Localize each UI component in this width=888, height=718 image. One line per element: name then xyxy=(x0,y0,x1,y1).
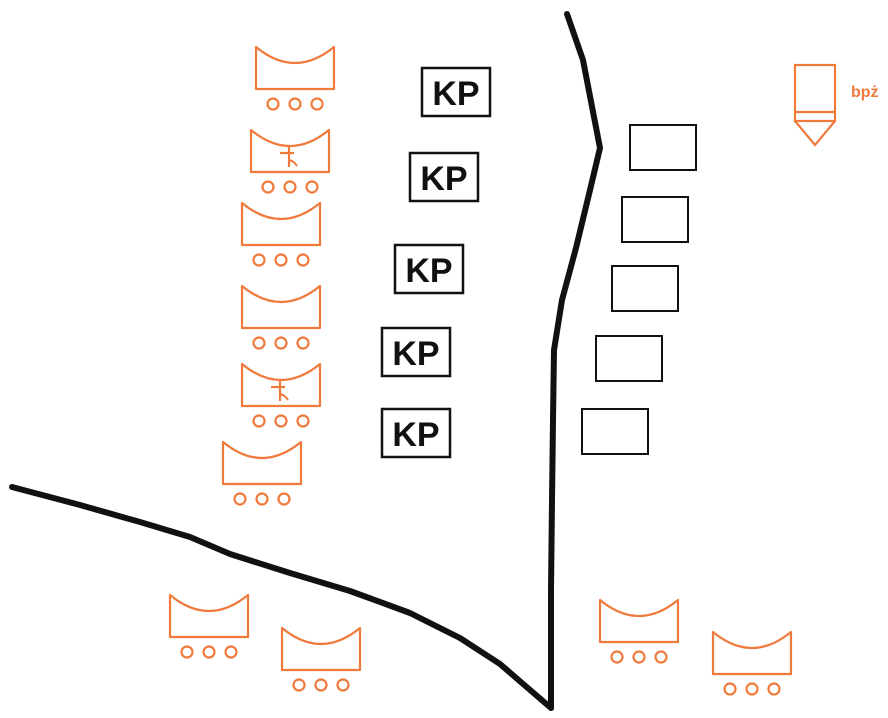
unit-symbol xyxy=(598,598,680,664)
wheel xyxy=(283,180,297,194)
wheel xyxy=(314,678,328,692)
wheel xyxy=(252,414,266,428)
unit-symbol xyxy=(711,630,793,696)
wheel xyxy=(310,97,324,111)
wheels xyxy=(252,253,310,267)
wheel xyxy=(180,645,194,659)
wheel xyxy=(274,414,288,428)
wheels xyxy=(261,180,319,194)
wheels xyxy=(252,414,310,428)
wheel xyxy=(632,650,646,664)
wheel xyxy=(266,97,280,111)
empty-box xyxy=(611,265,679,312)
kp-label: KP xyxy=(392,335,439,373)
wheel xyxy=(336,678,350,692)
wheels xyxy=(252,336,310,350)
wheel xyxy=(296,414,310,428)
wheel xyxy=(610,650,624,664)
wheel xyxy=(654,650,668,664)
wheel xyxy=(252,253,266,267)
kp-box: KP xyxy=(393,243,465,295)
unit-symbol xyxy=(221,440,303,506)
wheel xyxy=(305,180,319,194)
unit-symbol xyxy=(254,45,336,111)
wheel xyxy=(277,492,291,506)
wheel xyxy=(202,645,216,659)
wheel xyxy=(252,336,266,350)
wheel xyxy=(767,682,781,696)
wheels xyxy=(233,492,291,506)
kp-box: KP xyxy=(380,326,452,378)
kp-box: KP xyxy=(408,151,480,203)
kp-label: KP xyxy=(392,416,439,454)
unit-symbol xyxy=(240,284,322,350)
observation-post-label: bpż xyxy=(851,84,879,101)
crescent-moon-icon xyxy=(804,71,821,105)
unit-symbol xyxy=(168,593,250,659)
wheels xyxy=(292,678,350,692)
wheel xyxy=(296,336,310,350)
wheel xyxy=(261,180,275,194)
wheel xyxy=(723,682,737,696)
wheel xyxy=(274,253,288,267)
empty-box xyxy=(595,335,663,382)
boundary-line-vertical xyxy=(548,11,603,711)
wheels xyxy=(266,97,324,111)
weapon-mark-icon xyxy=(271,381,289,401)
wheel xyxy=(296,253,310,267)
wheel xyxy=(274,336,288,350)
kp-box: KP xyxy=(380,407,452,459)
observation-post-symbol xyxy=(793,63,837,147)
wheel xyxy=(288,97,302,111)
wheel xyxy=(233,492,247,506)
wheels xyxy=(723,682,781,696)
kp-label: KP xyxy=(432,75,479,113)
empty-box xyxy=(629,124,697,171)
kp-box: KP xyxy=(420,66,492,118)
wheel xyxy=(224,645,238,659)
unit-symbol xyxy=(280,626,362,692)
wheels xyxy=(610,650,668,664)
kp-label: KP xyxy=(405,252,452,290)
empty-box xyxy=(581,408,649,455)
kp-label: KP xyxy=(420,160,467,198)
weapon-mark-icon xyxy=(280,147,298,167)
wheels xyxy=(180,645,238,659)
wheel xyxy=(255,492,269,506)
empty-box xyxy=(621,196,689,243)
unit-symbol xyxy=(240,201,322,267)
wheel xyxy=(292,678,306,692)
unit-symbols xyxy=(168,45,793,696)
unit-symbol xyxy=(249,128,331,194)
wheel xyxy=(745,682,759,696)
unit-symbol xyxy=(240,362,322,428)
boundary-line-diagonal xyxy=(9,484,554,711)
